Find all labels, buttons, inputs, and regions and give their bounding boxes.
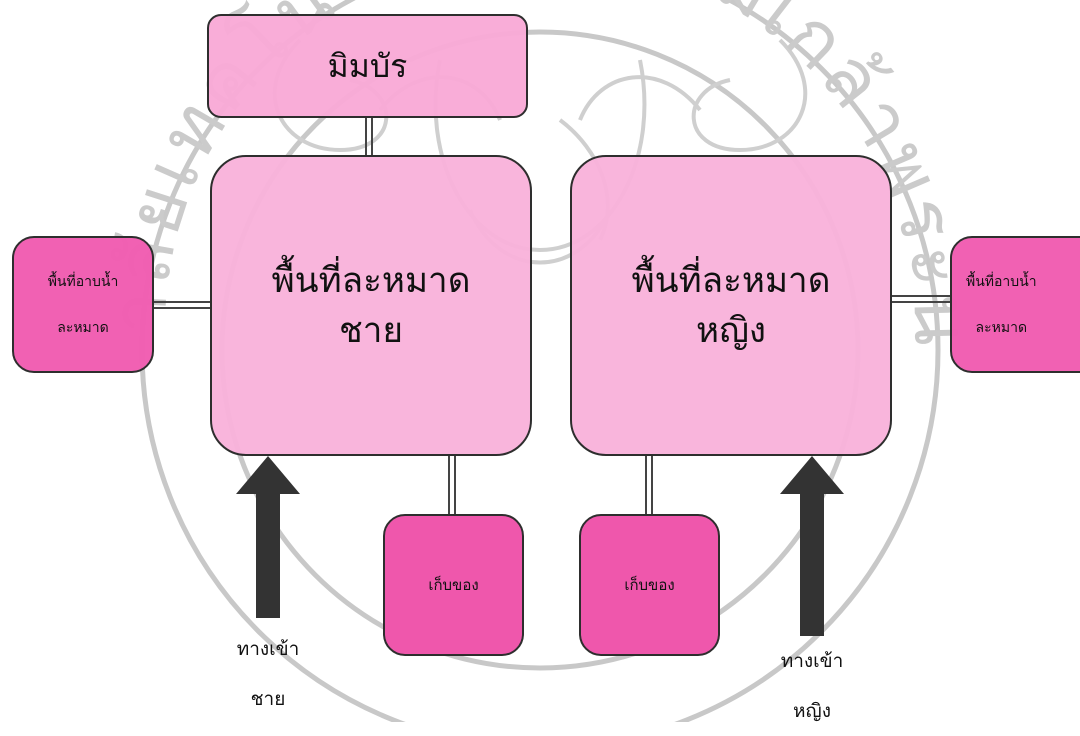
entrance-women-label: ทางเข้า หญิง [780, 650, 844, 722]
storage-women: เก็บของ [579, 514, 720, 656]
ablution-area-men: พื้นที่อาบน้ำ ละหมาด [12, 236, 154, 373]
entrance-arrow-men [236, 456, 300, 618]
prayer-hall-women-label: พื้นที่ละหมาด หญิง [631, 260, 831, 351]
entrance-arrow-women [780, 456, 844, 636]
minbar-label: มิมบัร [327, 46, 408, 85]
entrance-men-label: ทางเข้า ชาย [236, 638, 300, 710]
storage-men-label: เก็บของ [428, 576, 479, 594]
prayer-hall-men-label: พื้นที่ละหมาด ชาย [271, 260, 471, 351]
ablution-area-men-label: พื้นที่อาบน้ำ ละหมาด [47, 273, 119, 336]
storage-men: เก็บของ [383, 514, 524, 656]
ablution-area-women-label: พื้นที่อาบน้ำ ละหมาด [966, 273, 1037, 336]
minbar-box: มิมบัร [207, 14, 528, 118]
storage-women-label: เก็บของ [624, 576, 675, 594]
prayer-hall-men: พื้นที่ละหมาด ชาย [210, 155, 532, 456]
ablution-area-women: พื้นที่อาบน้ำ ละหมาด [950, 236, 1080, 373]
prayer-hall-women: พื้นที่ละหมาด หญิง [570, 155, 892, 456]
